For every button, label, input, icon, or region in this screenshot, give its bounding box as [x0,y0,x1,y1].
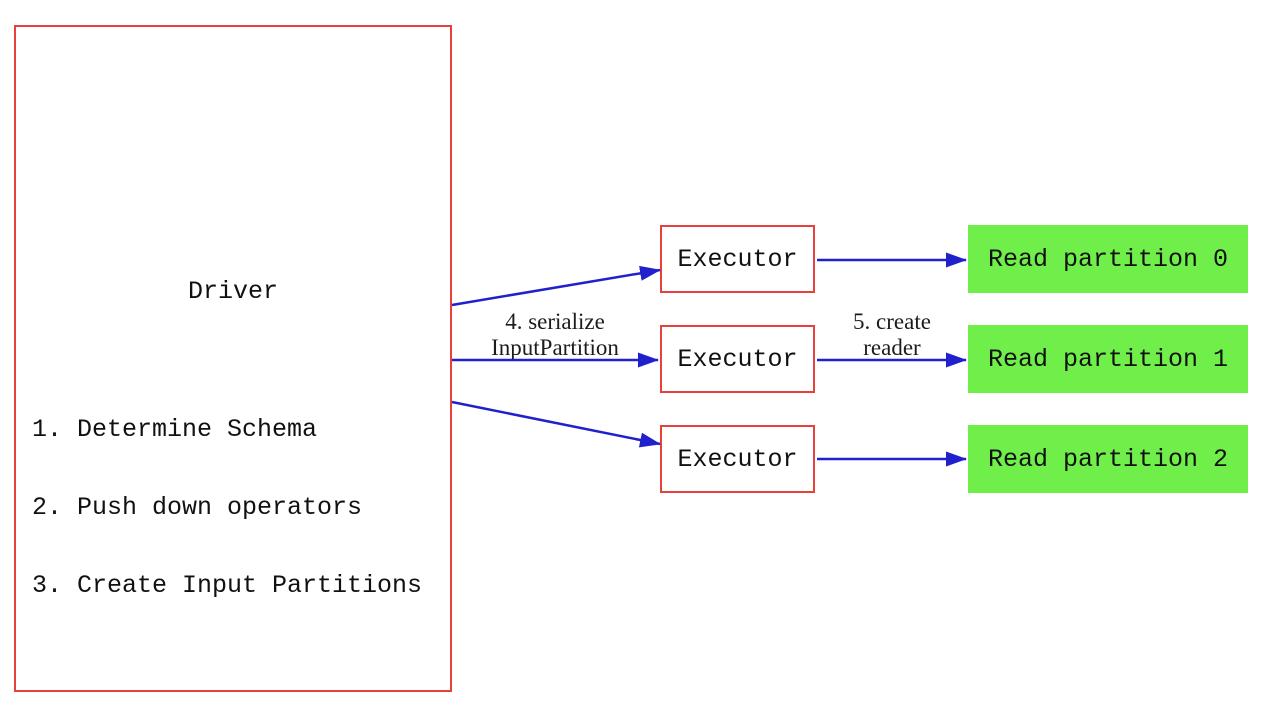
driver-steps-list: 1. Determine Schema 2. Push down operato… [32,365,422,651]
executor-box-1: Executor [660,225,815,293]
edge-label-serialize-inputpartition: 4. serialize InputPartition [445,309,665,361]
read-partition-label: Read partition 2 [987,444,1229,474]
edge-label-create-reader: 5. create reader [812,309,972,361]
edge-label-line: 5. create [853,309,931,334]
driver-box [14,25,452,692]
driver-step: 3. Create Input Partitions [32,571,423,600]
executor-label: Executor [677,244,798,274]
driver-title: Driver [187,277,278,306]
read-partition-box-2: Read partition 2 [968,425,1248,493]
read-partition-label: Read partition 1 [987,344,1229,374]
edge-label-line: reader [863,335,921,360]
edge-label-line: InputPartition [491,335,619,360]
read-partition-label: Read partition 0 [987,244,1229,274]
executor-box-2: Executor [660,325,815,393]
read-partition-box-0: Read partition 0 [968,225,1248,293]
driver-step: 1. Determine Schema [32,415,318,444]
driver-step: 2. Push down operators [32,493,363,522]
executor-label: Executor [677,444,798,474]
arrow-driver-to-executor-3 [451,400,661,448]
edge-label-line: 4. serialize [505,309,605,334]
executor-box-3: Executor [660,425,815,493]
executor-label: Executor [677,344,798,374]
read-partition-box-1: Read partition 1 [968,325,1248,393]
arrow-driver-to-executor-1 [451,265,661,307]
